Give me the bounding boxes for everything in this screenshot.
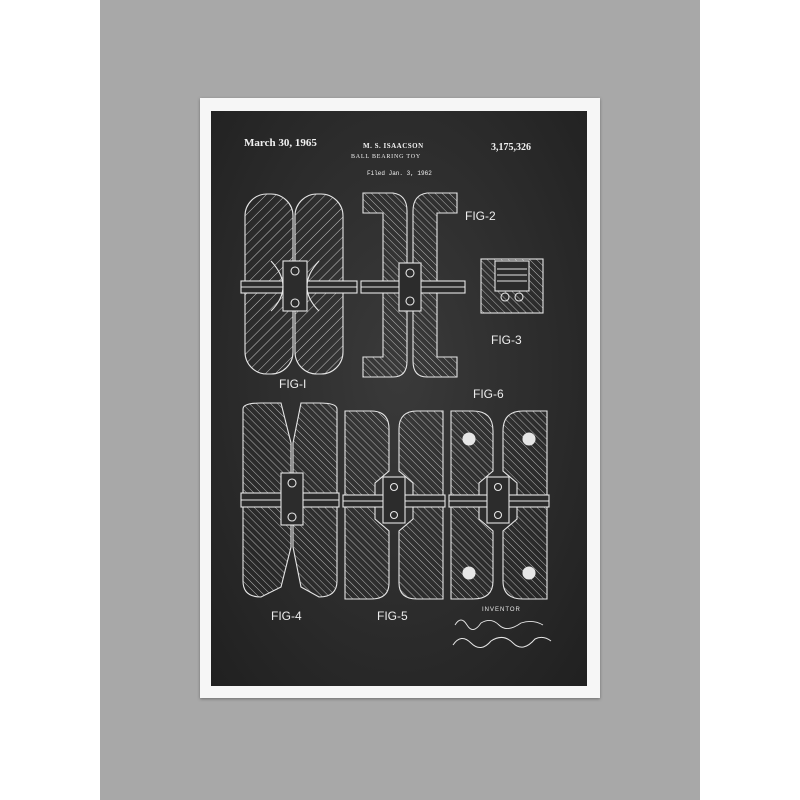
filed-date: Filed Jan. 3, 1962 — [367, 170, 432, 177]
patent-poster: March 30, 1965 M. S. ISAACSON BALL BEARI… — [211, 111, 587, 686]
fig5-drawing — [342, 410, 446, 600]
fig1-drawing — [240, 193, 358, 375]
patent-drawings — [240, 192, 550, 600]
fig6-label: FIG-6 — [473, 387, 504, 401]
fig1-label: FIG-I — [279, 377, 307, 391]
fig4-label: FIG-4 — [271, 609, 302, 623]
fig3-label: FIG-3 — [491, 333, 522, 347]
fig2-label: FIG-2 — [465, 209, 496, 223]
fig4-drawing — [240, 402, 340, 598]
inventor-name: M. S. ISAACSON — [363, 142, 424, 150]
inventor-label: INVENTOR — [482, 607, 521, 613]
patent-number: 3,175,326 — [491, 142, 531, 153]
inventor-signature — [452, 619, 552, 648]
fig5-label: FIG-5 — [377, 609, 408, 623]
fig2-drawing — [360, 192, 466, 378]
fig6-drawing — [448, 410, 550, 600]
patent-title: BALL BEARING TOY — [351, 154, 422, 160]
fig3-drawing — [480, 258, 544, 314]
patent-date: March 30, 1965 — [244, 137, 317, 149]
